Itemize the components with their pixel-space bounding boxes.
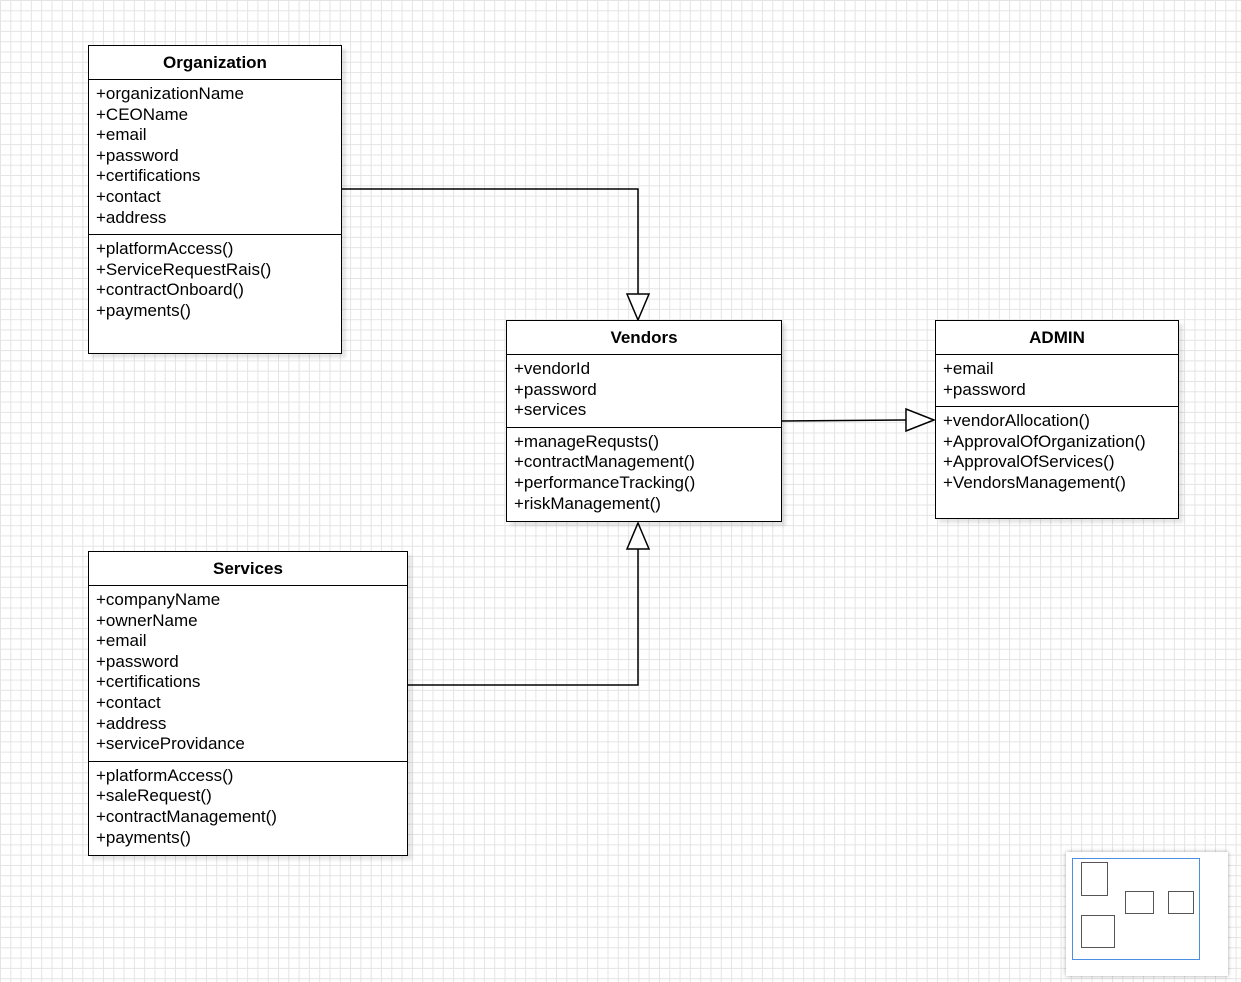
attribute: +address bbox=[96, 713, 167, 733]
attribute: +password bbox=[514, 379, 597, 399]
attribute: +certifications bbox=[96, 166, 201, 186]
method: +performanceTracking() bbox=[514, 472, 696, 492]
minimap-admin-thumb bbox=[1168, 891, 1194, 914]
method: +platformAccess() bbox=[96, 765, 234, 785]
class-name: Vendors bbox=[507, 321, 781, 355]
method: +payments() bbox=[96, 300, 191, 320]
attribute: +password bbox=[96, 651, 179, 671]
class-name: ADMIN bbox=[936, 321, 1178, 355]
attribute: +contact bbox=[96, 692, 161, 712]
method: +ApprovalOfOrganization() bbox=[943, 431, 1146, 451]
method: +ApprovalOfServices() bbox=[943, 452, 1115, 472]
method: +saleRequest() bbox=[96, 786, 212, 806]
attribute: +email bbox=[96, 631, 147, 651]
method: +payments() bbox=[96, 827, 191, 847]
class-name: Services bbox=[89, 552, 407, 586]
method: +contractOnboard() bbox=[96, 280, 244, 300]
attribute: +companyName bbox=[96, 590, 221, 609]
method: +VendorsManagement() bbox=[943, 472, 1126, 492]
methods-section: +platformAccess() +saleRequest() +contra… bbox=[89, 762, 407, 854]
method: +contractManagement() bbox=[96, 806, 277, 826]
outline-minimap[interactable] bbox=[1066, 852, 1228, 976]
attribute: +services bbox=[514, 400, 587, 420]
generalization-services-vendors[interactable] bbox=[407, 549, 639, 686]
method: +manageRequsts() bbox=[514, 431, 660, 451]
methods-section: +manageRequsts() +contractManagement() +… bbox=[507, 428, 781, 520]
attribute: +ownerName bbox=[96, 610, 198, 630]
attributes-section: +organizationName +CEOName +email +passw… bbox=[89, 80, 341, 236]
method: +platformAccess() bbox=[96, 239, 234, 259]
class-services[interactable]: Services +companyName +ownerName +email … bbox=[88, 551, 408, 856]
attribute: +contact bbox=[96, 186, 161, 206]
attribute: +address bbox=[96, 207, 167, 227]
attribute: +serviceProvidance bbox=[96, 734, 245, 754]
attribute: +email bbox=[943, 359, 994, 378]
minimap-vendors-thumb bbox=[1125, 891, 1154, 914]
method: +contractManagement() bbox=[514, 452, 695, 472]
attributes-section: +email +password bbox=[936, 355, 1178, 408]
attribute: +password bbox=[96, 145, 179, 165]
attribute: +password bbox=[943, 379, 1026, 399]
attribute: +organizationName bbox=[96, 84, 244, 103]
class-admin[interactable]: ADMIN +email +password +vendorAllocation… bbox=[935, 320, 1179, 519]
minimap-viewport[interactable] bbox=[1072, 858, 1200, 960]
generalization-vendors-admin[interactable] bbox=[780, 419, 907, 422]
attribute: +certifications bbox=[96, 672, 201, 692]
minimap-organization-thumb bbox=[1081, 862, 1108, 896]
attribute: +vendorId bbox=[514, 359, 591, 378]
method: +ServiceRequestRais() bbox=[96, 259, 272, 279]
minimap-services-thumb bbox=[1081, 915, 1115, 948]
method: +vendorAllocation() bbox=[943, 411, 1090, 431]
attribute: +CEOName bbox=[96, 104, 189, 124]
inheritance-arrowhead-icon bbox=[905, 407, 937, 433]
class-name: Organization bbox=[89, 46, 341, 80]
attributes-section: +vendorId +password +services bbox=[507, 355, 781, 428]
class-organization[interactable]: Organization +organizationName +CEOName … bbox=[88, 45, 342, 354]
attribute: +email bbox=[96, 125, 147, 145]
attributes-section: +companyName +ownerName +email +password… bbox=[89, 586, 407, 762]
methods-section: +platformAccess() +ServiceRequestRais() … bbox=[89, 235, 341, 327]
inheritance-arrowhead-icon bbox=[625, 521, 651, 550]
generalization-organization-vendors[interactable] bbox=[341, 188, 639, 294]
methods-section: +vendorAllocation() +ApprovalOfOrganizat… bbox=[936, 407, 1178, 499]
class-vendors[interactable]: Vendors +vendorId +password +services +m… bbox=[506, 320, 782, 522]
method: +riskManagement() bbox=[514, 493, 661, 513]
inheritance-arrowhead-icon bbox=[625, 293, 651, 322]
